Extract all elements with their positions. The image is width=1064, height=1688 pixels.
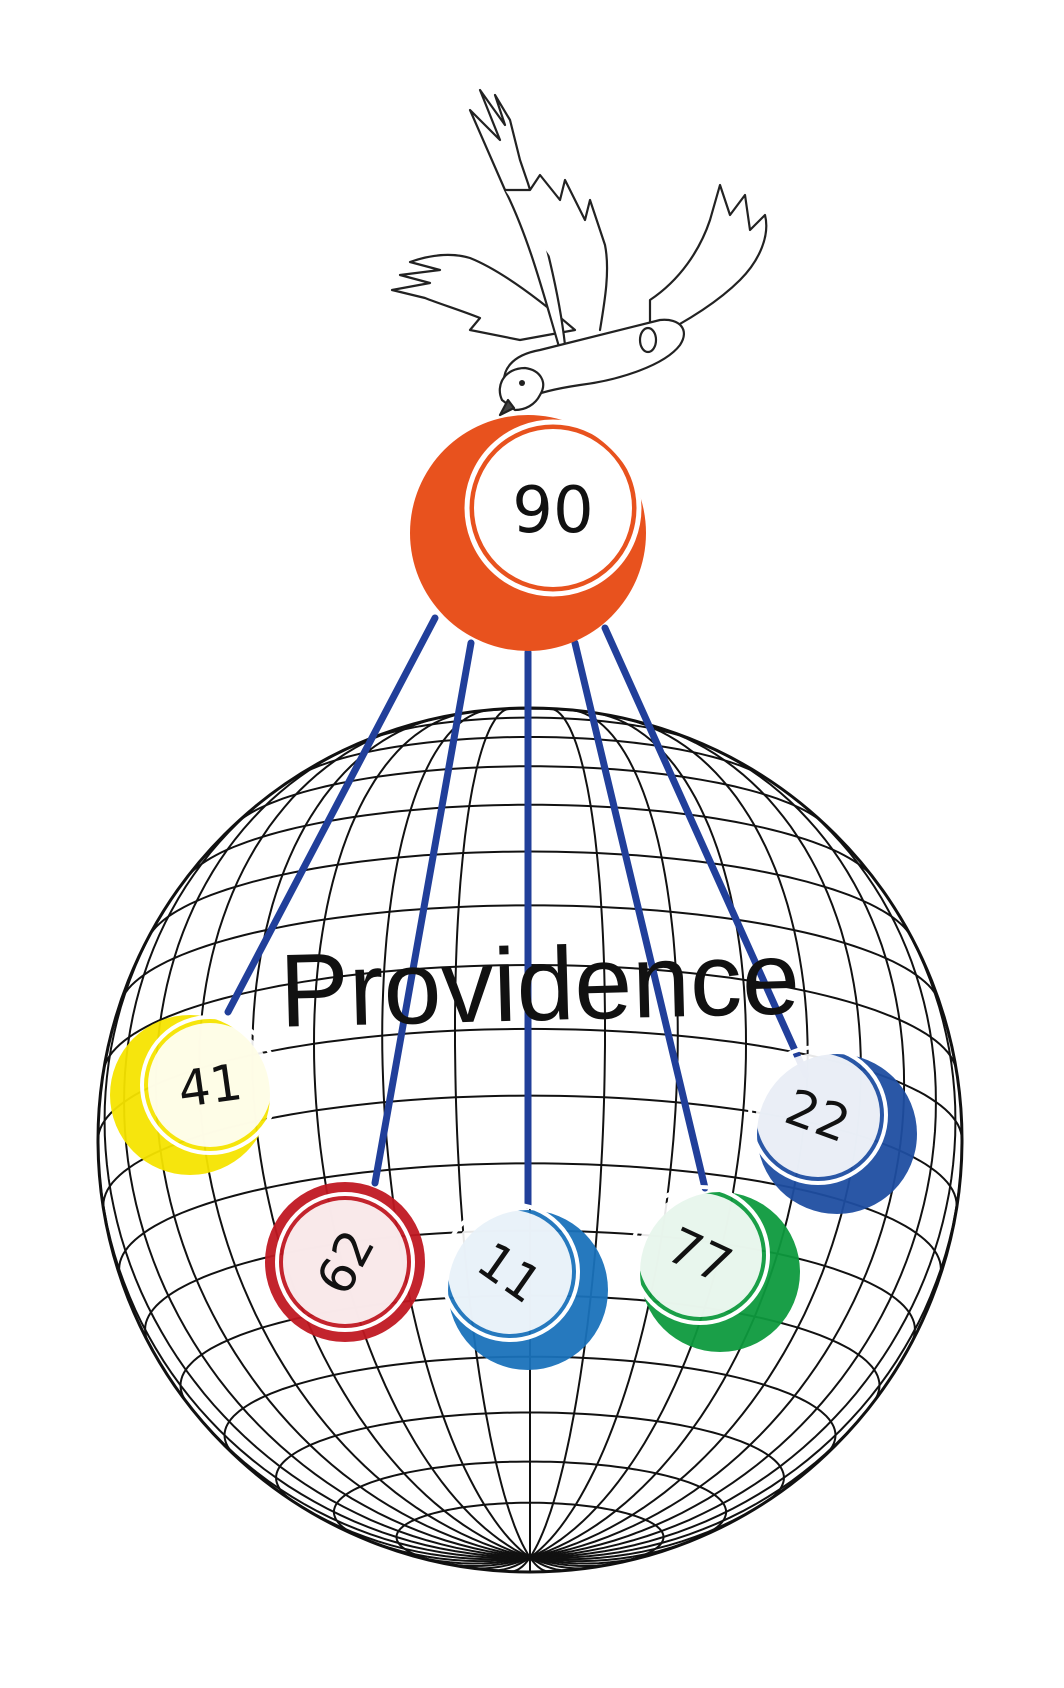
globe-gridline <box>454 708 531 1559</box>
globe-gridline <box>529 779 937 1559</box>
globe-gridline <box>103 878 531 1559</box>
globe-gridline <box>529 708 606 1559</box>
globe-gridline <box>160 1364 531 1559</box>
globe-gridline <box>529 878 957 1559</box>
globe-gridline <box>395 1549 531 1565</box>
bingo-ball-77: 77 <box>630 1185 800 1352</box>
globe-gridline <box>123 779 531 1559</box>
ball-face <box>283 1200 407 1324</box>
ball-number: 41 <box>175 1053 246 1119</box>
globe-gridline <box>98 1110 531 1559</box>
globe-gridline <box>434 1556 531 1568</box>
globe-gridline <box>509 1556 531 1572</box>
bingo-ball-22: 22 <box>748 1045 917 1214</box>
globe-gridline <box>529 708 679 1559</box>
globe-gridline <box>529 711 748 1559</box>
top-ball-number: 90 <box>512 474 593 548</box>
globe-gridline <box>529 1110 962 1559</box>
ball-face <box>448 1210 572 1334</box>
bingo-ball-11: 11 <box>440 1202 608 1370</box>
ball-ring <box>440 1202 580 1342</box>
globe-gridline <box>529 1483 792 1561</box>
globe-gridline <box>529 1364 900 1559</box>
ball-face <box>756 1053 880 1177</box>
providence-title: Providence <box>278 920 801 1050</box>
globe-gridline <box>529 1556 551 1572</box>
ball-ring <box>140 1015 280 1155</box>
globe-gridline <box>529 1556 626 1568</box>
globe-gridline <box>463 1556 531 1570</box>
globe-gridline <box>529 1549 665 1565</box>
ball-ring <box>748 1045 888 1185</box>
globe-gridline <box>529 1528 718 1563</box>
ball-ring <box>275 1192 415 1332</box>
globe-gridline <box>529 1556 597 1570</box>
top-ball-90: 90 <box>410 415 646 651</box>
globe-gridline <box>489 1556 531 1572</box>
ball-face <box>148 1023 272 1147</box>
globe-gridline <box>529 1556 571 1572</box>
ball-strings <box>224 614 810 1209</box>
ball-string <box>601 624 810 1079</box>
ball-face <box>638 1193 762 1317</box>
globe-gridline <box>381 708 531 1559</box>
ball-string <box>224 614 439 1016</box>
bingo-ball-62: 62 <box>265 1182 425 1342</box>
globe-gridline <box>154 739 531 1559</box>
globe-gridline <box>342 1528 531 1563</box>
ball-string <box>571 639 709 1192</box>
bingo-ball-41: 41 <box>110 1015 280 1175</box>
ball-ring <box>630 1185 770 1325</box>
dove-icon <box>390 88 768 417</box>
globe-gridline <box>268 1483 531 1561</box>
ball-string <box>371 639 475 1187</box>
globe-gridline <box>312 711 531 1559</box>
